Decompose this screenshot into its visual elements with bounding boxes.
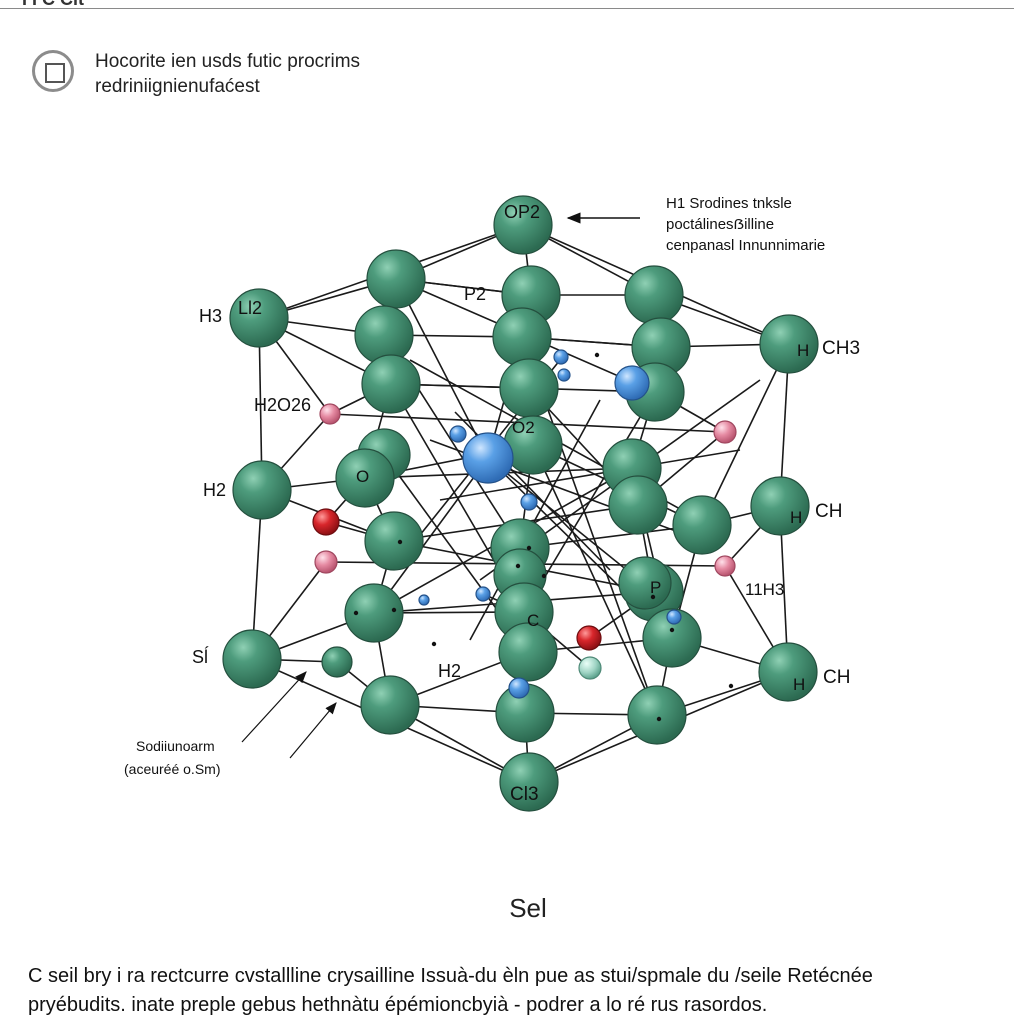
header-description: Hocorite ien usds futic procrims redrini… xyxy=(95,49,360,99)
square-icon xyxy=(32,50,74,92)
atom-dot xyxy=(431,641,437,647)
atom-green xyxy=(222,629,282,689)
atom-dot xyxy=(515,563,521,569)
label-o2-center: O2 xyxy=(512,418,535,437)
atom-red xyxy=(576,625,602,651)
callout-top-line-2: poctálinesẞilline xyxy=(666,216,774,233)
bottom-line-2: pryébudits. inate preple gebus hethnàtu … xyxy=(28,994,768,1016)
atom-pink xyxy=(319,403,341,425)
atom-green xyxy=(361,354,421,414)
atom-green xyxy=(229,288,289,348)
atom-green xyxy=(344,583,404,643)
atom-green xyxy=(499,752,559,812)
atom-pink xyxy=(714,555,736,577)
atom-green xyxy=(364,511,424,571)
atom-green xyxy=(758,642,818,702)
atom-pink xyxy=(314,550,338,574)
bottom-description: C seil bry i ra rectcurre cvstallline cr… xyxy=(28,962,873,1020)
atom-blue xyxy=(418,594,430,606)
top-divider xyxy=(0,8,1014,9)
atom-blue xyxy=(449,425,467,443)
atom-green xyxy=(493,195,553,255)
atom-green xyxy=(624,265,684,325)
label-cl3: Cl3 xyxy=(510,784,539,805)
atom-green xyxy=(232,460,292,520)
label-top-atom: OP2 xyxy=(504,202,540,222)
atom-dot xyxy=(397,539,403,545)
atom-green xyxy=(492,307,552,367)
atom-green xyxy=(627,685,687,745)
atom-green xyxy=(618,556,672,610)
bond-line xyxy=(532,444,658,716)
label-ch-right: CH xyxy=(815,501,842,522)
atom-dot xyxy=(526,545,532,551)
callout-top-line-1: H1 Srodines tnksle xyxy=(666,195,792,212)
label-h3-left: H3 xyxy=(199,306,222,326)
atoms-group xyxy=(222,195,819,812)
atom-blue xyxy=(508,677,530,699)
atom-blue xyxy=(666,609,682,625)
atom-red xyxy=(312,508,340,536)
label-h2o2: H2O26 xyxy=(254,395,311,415)
atom-green xyxy=(608,475,668,535)
atom-dot xyxy=(391,607,397,613)
label-h-right-mid: H xyxy=(790,508,802,527)
atom-dot xyxy=(541,573,547,579)
atom-blue xyxy=(475,586,491,602)
atom-green xyxy=(321,646,353,678)
atom-blue xyxy=(462,432,514,484)
atom-green xyxy=(759,314,819,374)
callout-bottom-line-1: Sodiiunoarm xyxy=(136,738,215,754)
bond-line xyxy=(469,399,601,641)
label-ch-right-bottom: CH xyxy=(823,667,850,688)
bond-line xyxy=(439,449,741,501)
label-ll2: Ll2 xyxy=(238,298,262,318)
header-line-1: Hocorite ien usds futic procrims xyxy=(95,51,361,72)
bond-line xyxy=(701,343,790,526)
atom-green xyxy=(360,675,420,735)
label-o-left: O xyxy=(356,467,369,486)
top-cut-heading: I I C Cit xyxy=(22,0,84,8)
label-ch3-right: CH3 xyxy=(822,338,860,359)
callout-top-line-3: cenpanasl Innunnimarie xyxy=(666,237,825,254)
label-p-right: P xyxy=(650,578,661,597)
atom-green xyxy=(335,448,395,508)
atom-blue xyxy=(520,493,538,511)
atom-dot xyxy=(594,352,600,358)
label-h-right-bottom: H xyxy=(793,675,805,694)
label-h2-center: H2 xyxy=(438,661,461,681)
atom-blue xyxy=(614,365,650,401)
label-h2-left: H2 xyxy=(203,480,226,500)
bond-line xyxy=(395,278,489,459)
diagram-caption: Sel xyxy=(509,893,547,923)
bottom-line-1: C seil bry i ra rectcurre cvstallline cr… xyxy=(28,965,873,987)
atom-dot xyxy=(650,594,656,600)
atom-green xyxy=(672,495,732,555)
atom-green xyxy=(499,358,559,418)
atom-dot xyxy=(353,610,359,616)
atom-green xyxy=(750,476,810,536)
atom-dot xyxy=(728,683,734,689)
label-11h3: 11H3 xyxy=(745,580,784,599)
atom-blue xyxy=(553,349,569,365)
atom-dot xyxy=(656,716,662,722)
callout-arrow-bottom-1 xyxy=(289,702,337,759)
atom-green xyxy=(498,622,558,682)
label-sil: Sĺ xyxy=(192,646,209,667)
atom-green xyxy=(642,608,702,668)
callout-arrow-bottom-2 xyxy=(241,671,307,743)
callout-bottom-line-2: (aceuréé o.Sm) xyxy=(124,761,220,777)
label-h-right-top: H xyxy=(797,341,809,360)
atom-teal xyxy=(578,656,602,680)
atom-pink xyxy=(713,420,737,444)
header-line-2: redriniignienufaćest xyxy=(95,76,260,97)
atom-blue xyxy=(557,368,571,382)
label-p2: P2 xyxy=(464,284,486,304)
label-c-center: C xyxy=(527,611,539,630)
atom-green xyxy=(366,249,426,309)
atom-dot xyxy=(669,627,675,633)
